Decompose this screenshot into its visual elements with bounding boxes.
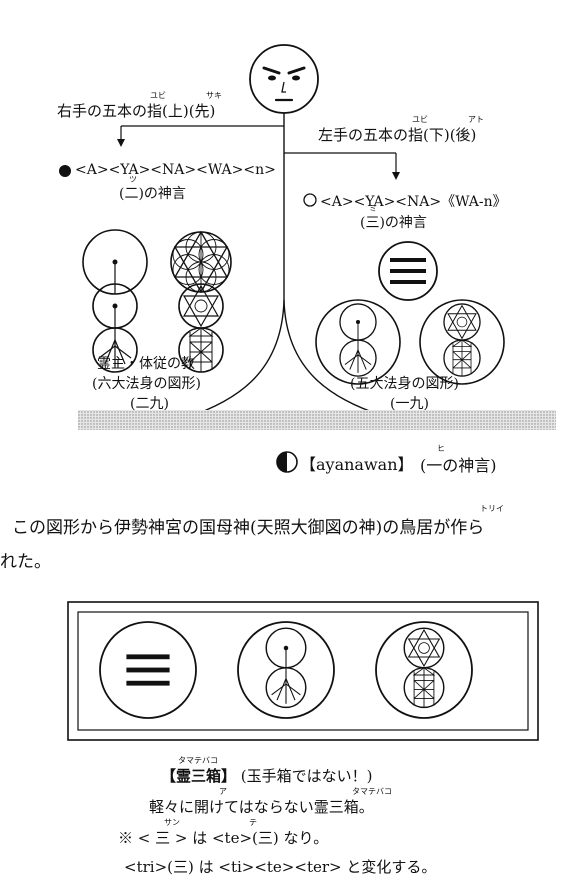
left-caption-line-2: (六大法身の図形): [92, 376, 201, 392]
white-bullet-icon: [303, 193, 317, 207]
white-mantra-syllables: <A><YA><NA>《WA-n》: [320, 191, 507, 211]
box-title-note: (玉手箱ではない！): [240, 767, 373, 785]
black-mantra-name: (二)の神言: [119, 186, 186, 202]
half-mantra-name: (一の神言): [420, 456, 497, 475]
right-stick-figure: [315, 299, 401, 385]
black-bullet-icon: [59, 165, 71, 177]
treasure-box: [67, 601, 539, 741]
right-caption-line-2: (一九): [390, 396, 429, 412]
ruby-yubi-right: ユビ: [150, 91, 166, 100]
ruby-hi: ヒ: [437, 444, 445, 453]
right-hand-label: 右手の五本の指(上)(先): [57, 100, 215, 121]
paragraph-line-1: この図形から伊勢神宮の国母神(天照大御図の神)の鳥居が作ら: [12, 518, 485, 538]
left-caption-line-3: (二九): [130, 396, 169, 412]
ground-band: [78, 410, 556, 430]
left-caption-line-1: 霊主・体従の教: [97, 356, 195, 372]
white-mantra-name: (三)の神言: [360, 215, 427, 231]
black-mantra-syllables: <A><YA><NA><WA><n>: [75, 162, 276, 178]
left-plain-circle-figure: [82, 229, 148, 373]
ruby-ato: アト: [468, 115, 484, 124]
right-hand-text: 右手の五本の指(上)(先): [57, 102, 216, 120]
half-moon-icon: [276, 451, 298, 473]
right-hexagram-figure: [419, 299, 505, 385]
three-bars-circle: [378, 241, 438, 301]
box-title-line: 【霊三箱】 (玉手箱ではない！): [161, 765, 373, 786]
ruby-yubi-left: ユビ: [412, 115, 428, 124]
face-icon: [249, 44, 319, 114]
black-mantra-text: <A><YA><NA><WA><n>: [75, 162, 276, 178]
left-hexagram-figure: [170, 231, 232, 373]
box-caption-line-3: ※ < 三 > は <te>(三) なり。: [118, 829, 329, 847]
box-title: 【霊三箱】: [161, 767, 237, 785]
ruby-torii: トリイ: [480, 504, 504, 513]
ruby-san: サン: [164, 818, 180, 827]
ruby-tamatebako-line2: タマテバコ: [352, 787, 392, 796]
ruby-tamatebako-title: タマテバコ: [178, 756, 218, 765]
box-caption-line-2: 軽々に開けてはならない霊三箱。: [149, 798, 374, 816]
white-mantra-text: <A><YA><NA>《WA-n》: [320, 194, 507, 210]
half-mantra-word: 【ayanawan】: [300, 455, 414, 474]
ruby-tsu: ツ: [129, 175, 137, 184]
right-caption-line-1: (五大法身の図形): [350, 376, 459, 392]
ruby-mi: ミ: [369, 204, 377, 213]
ruby-a: ア: [219, 787, 227, 796]
left-hand-text: 左手の五本の指(下)(後): [318, 126, 477, 144]
ruby-te: テ: [249, 818, 257, 827]
left-hand-label: 左手の五本の指(下)(後): [318, 124, 476, 145]
paragraph-line-2: れた。: [0, 552, 51, 572]
box-caption-line-4: <tri>(三) は <ti><te><ter> と変化する。: [124, 858, 437, 876]
ruby-saki: サキ: [206, 91, 222, 100]
